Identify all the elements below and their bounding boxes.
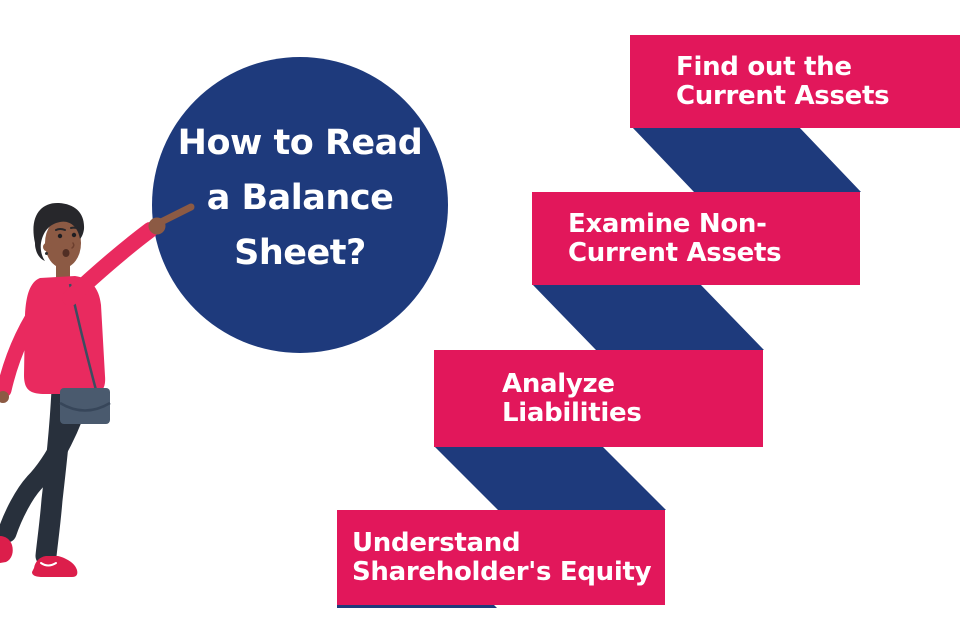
step-label-line: Understand: [352, 527, 521, 558]
ribbon-segment-3: [434, 446, 666, 510]
title-line-2: a Balance: [206, 177, 394, 218]
step-box-current-assets: Find out the Current Assets: [630, 35, 960, 128]
step-label-line: Current Assets: [676, 80, 890, 111]
step-label-line: Find out the: [676, 51, 852, 82]
title-line-3: Sheet?: [234, 232, 366, 273]
step-label-line: Examine Non-: [568, 208, 767, 239]
step-label-line: Shareholder's Equity: [352, 556, 652, 587]
step-box-liabilities: Analyze Liabilities: [434, 350, 763, 447]
title-line-1: How to Read: [177, 122, 423, 163]
ribbon-segment-1: [632, 127, 861, 192]
step-label-line: Current Assets: [568, 237, 782, 268]
step-label-line: Liabilities: [502, 397, 642, 428]
step-box-non-current-assets: Examine Non- Current Assets: [532, 192, 860, 285]
step-label-line: Analyze: [502, 368, 615, 399]
title-circle: How to Read a Balance Sheet?: [152, 57, 448, 353]
step-box-shareholders-equity: Understand Shareholder's Equity: [337, 510, 665, 605]
ribbon-segment-2: [532, 284, 764, 350]
